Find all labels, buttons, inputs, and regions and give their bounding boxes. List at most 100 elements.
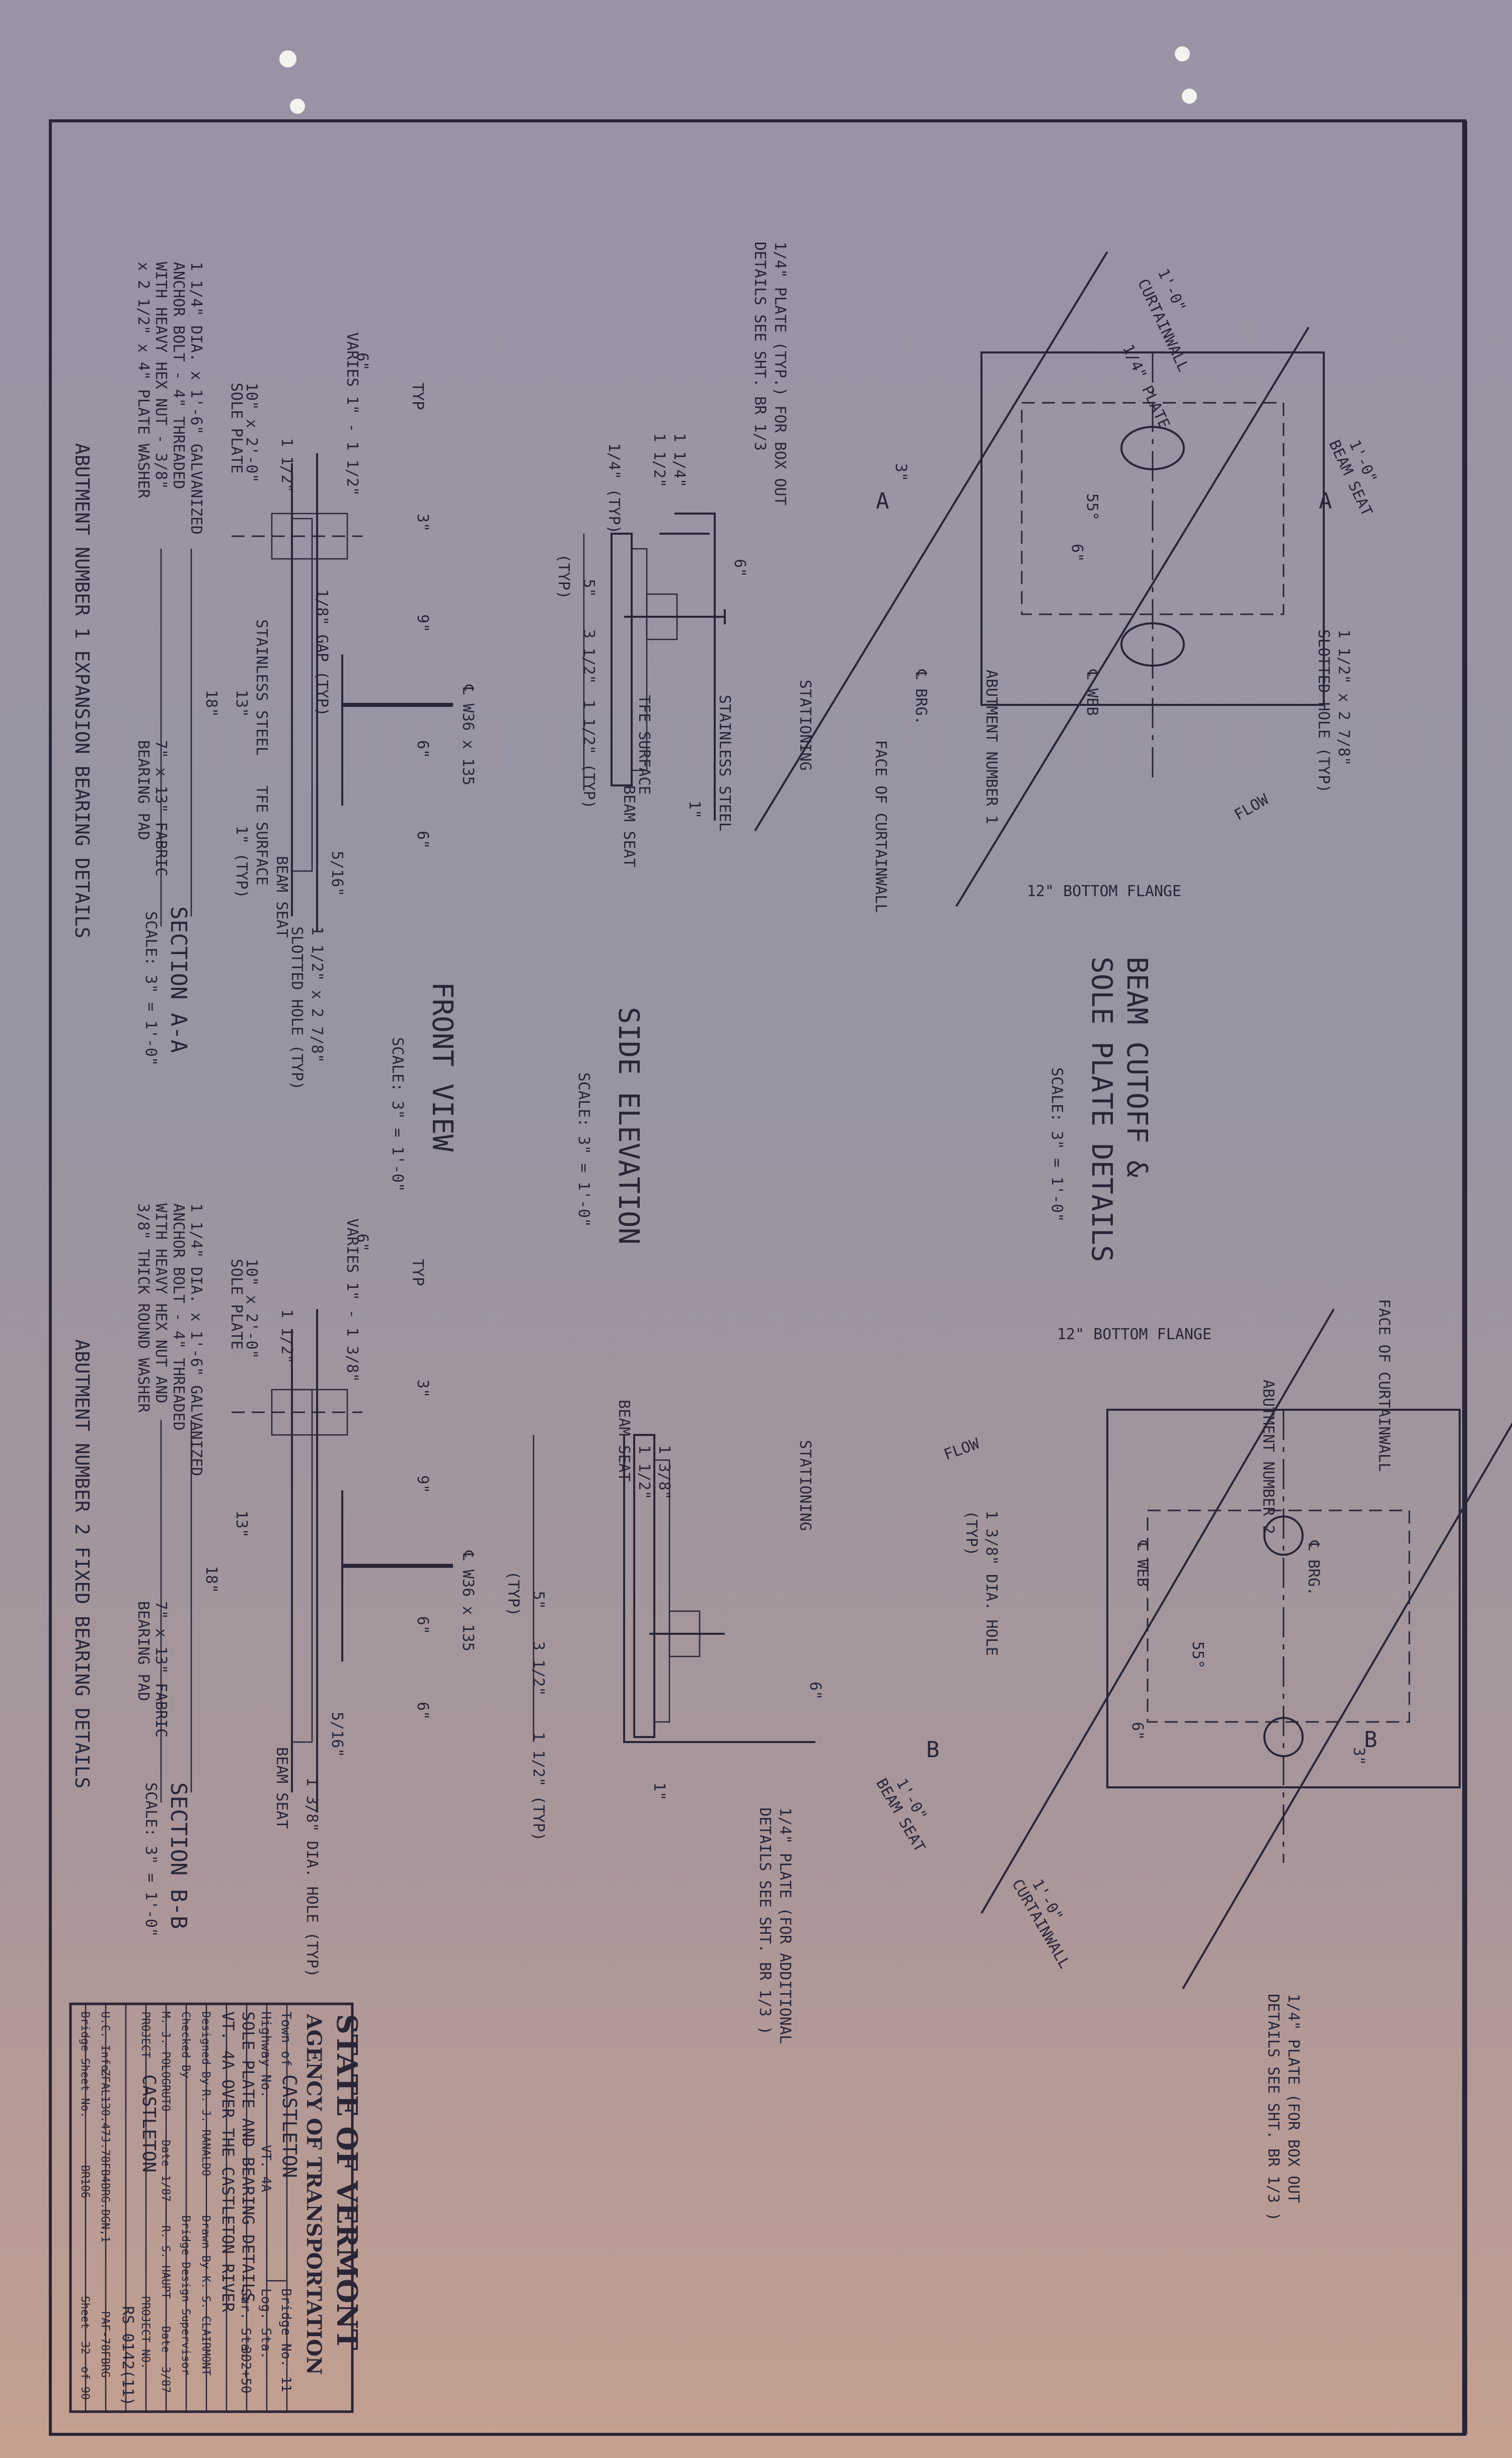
abut2-angle: 55°	[1189, 1641, 1206, 1669]
fv1-beam-seat: BEAM SEAT	[273, 856, 290, 938]
beam-cutoff-title-2: SOLE PLATE DETAILS	[1085, 957, 1118, 1262]
tb-location: VT. 4A OVER THE CASTLETON RIVER	[218, 2011, 238, 2312]
se2-plate-note-2: DETAILS SEE SHT. BR 1/3 )	[756, 1808, 774, 2035]
tb-bridge-label: Bridge No.	[278, 2288, 293, 2367]
fv1-dim-6c: 6"	[414, 831, 431, 849]
beam-cutoff-title-1: BEAM CUTOFF &	[1120, 957, 1153, 1178]
se1-dim-1: 1"	[686, 801, 703, 819]
tb-designed: R. J. RANALDO	[199, 2089, 212, 2176]
fv1-section-scale: SCALE: 3" = 1'-0"	[142, 911, 160, 1066]
fv1-anchor-4: x 2 1/2" x 4" PLATE WASHER	[134, 262, 152, 499]
fv2-caption: ABUTMENT NUMBER 2 FIXED BEARING DETAILS	[71, 1339, 93, 1788]
fv2-hole: 1 3/8" DIA. HOLE (TYP)	[303, 1777, 321, 1977]
tb-checked: M. J. POLOGRUTO	[159, 2011, 172, 2112]
fv1-dim-6b: 6"	[414, 740, 431, 758]
fv1-slot-2: SLOTTED HOLE (TYP)	[288, 926, 306, 1090]
fv1-dim-9: 9"	[414, 614, 431, 632]
abut2-dim-3: 3"	[1350, 1747, 1368, 1765]
fv2-dim-6b: 6"	[414, 1616, 431, 1634]
se1-dim-5: 5"	[580, 579, 597, 597]
side-elevation-title: SIDE ELEVATION	[612, 1007, 645, 1245]
tb-sur-label: Sur. Sta.	[238, 2288, 253, 2359]
se1-plate-note-1: 1/4" PLATE (TYP.) FOR BOX OUT	[771, 242, 789, 505]
se2-beam-seat: BEAM SEAT	[615, 1400, 633, 1482]
fv1-slot-1: 1 1/2" x 2 7/8"	[308, 926, 326, 1063]
fv2-typ: TYP	[409, 1259, 426, 1286]
tb-project: CASTLETON	[138, 2074, 159, 2173]
tb-town-label: Town of	[278, 2011, 293, 2067]
fv1-dim-18: 18"	[202, 690, 220, 717]
fv1-typ: TYP	[409, 383, 426, 410]
abut1-cutoff-plan	[754, 251, 1325, 907]
fv1-dim-1half: 1 1/2"	[278, 438, 295, 492]
abut2-flow: FLOW	[942, 1435, 982, 1464]
abut1-flange: 12" BOTTOM FLANGE	[1027, 883, 1181, 900]
se2-dim-3half: 3 1/2"	[530, 1641, 547, 1696]
fv2-dim-13: 13"	[233, 1510, 250, 1538]
se1-dim-a: 1 1/4"	[670, 433, 688, 487]
fv2-beam-seat: BEAM SEAT	[273, 1747, 290, 1829]
fv2-sole-2: SOLE PLATE	[228, 1259, 245, 1350]
se1-plate-note-2: DETAILS SEE SHT. BR 1/3	[751, 242, 769, 451]
fv1-gap: 1/8" GAP (TYP)	[313, 589, 331, 716]
tb-bridge-sheet: BR106	[79, 2165, 91, 2198]
fv1-dim-3: 3"	[414, 514, 431, 532]
abut2-front-view	[160, 1309, 453, 1813]
abut1-front-view	[160, 453, 453, 931]
abut1-face: FACE OF CURTAINWALL	[872, 740, 889, 913]
fv2-section-scale: SCALE: 3" = 1'-0"	[142, 1782, 160, 1937]
abut2-plate-note-2: DETAILS SEE SHT. BR 1/3 )	[1264, 1994, 1282, 2221]
fv1-pad-2: BEARING PAD	[134, 740, 152, 840]
fv2-sole-1: 10" x 2'-0"	[243, 1259, 260, 1359]
fv1-dim-13: 13"	[233, 690, 250, 717]
abut1-section-mark-a1: A	[876, 488, 889, 514]
se1-dim-3half: 3 1/2"	[580, 629, 597, 684]
se2-dim-1half: 1 1/2" (TYP)	[530, 1732, 547, 1841]
tb-supervisor: R. S. HAUPT	[159, 2225, 172, 2299]
fv2-dim-9: 9"	[414, 1475, 431, 1493]
fv2-anchor-2: ANCHOR BOLT - 4" THREADED	[170, 1203, 187, 1431]
tb-sur-sta: 302+50	[238, 2346, 253, 2394]
tb-project-no-label: PROJECT NO.	[139, 2296, 152, 2369]
fv1-section: SECTION A-A	[166, 906, 191, 1053]
abut1-dim-6: 6"	[1068, 544, 1086, 562]
tb-drawn-label: Drawn By	[199, 2215, 212, 2269]
abut2-hole-2: (TYP)	[962, 1510, 980, 1556]
fv1-sole-2: SOLE PLATE	[228, 383, 245, 474]
fv2-dim-6a: 6"	[353, 1234, 371, 1252]
se2-dim-a: 1 3/8"	[655, 1445, 673, 1499]
fv2-dim-6c: 6"	[414, 1702, 431, 1720]
fv1-tfe: TFE SURFACE	[253, 785, 270, 886]
tb-sheet-total: 90	[79, 2387, 91, 2400]
se1-stationing: STATIONING	[796, 680, 814, 771]
fv2-pad-2: BEARING PAD	[134, 1601, 152, 1701]
abut1-plate-note: 1/4" PLATE	[1119, 342, 1173, 431]
tb-designed-label: Designed By	[199, 2011, 212, 2085]
tb-date-label-1: Date	[159, 2140, 172, 2166]
fv2-weld: 5/16"	[328, 1712, 346, 1757]
fv2-section: SECTION B-B	[166, 1782, 191, 1929]
se2-plate-note-1: 1/4" PLATE (FOR ADDITIONAL	[776, 1808, 794, 2044]
title-block: STATE OF VERMONT AGENCY OF TRANSPORTATIO…	[69, 2002, 363, 2413]
abut1-angle: 55°	[1083, 493, 1101, 521]
abut1-slotted-1: 1 1/2" x 2 7/8"	[1335, 629, 1352, 766]
abut2-side-elevation	[533, 1434, 815, 1743]
tb-ucinfo-label: U.C. Info.	[99, 2011, 111, 2078]
abut1-slotted-2: SLOTTED HOLE (TYP)	[1315, 629, 1332, 793]
se2-stationing: STATIONING	[796, 1440, 814, 1531]
fv2-dim-18: 18"	[202, 1566, 220, 1593]
abut2-plate-note-1: 1/4" PLATE (FOR BOX OUT	[1284, 1994, 1302, 2203]
abut2-flange: 12" BOTTOM FLANGE	[1057, 1326, 1212, 1343]
fv2-anchor-3: WITH HEAVY HEX NUT AND	[152, 1203, 170, 1403]
tb-agency-1: STATE OF VERMONT	[330, 2014, 363, 2350]
tb-project-label: PROJECT	[139, 2011, 152, 2058]
se2-dim-1: 1"	[650, 1782, 668, 1800]
tb-log-label: Log. Sta.	[258, 2288, 273, 2359]
se1-dim-1half: 1 1/2" (TYP)	[580, 700, 597, 809]
punch-hole-top-left	[279, 50, 296, 67]
se2-typ: (TYP)	[504, 1571, 522, 1616]
tb-date-label-2: Date	[159, 2326, 172, 2353]
se1-dim-6: 6"	[731, 559, 748, 577]
